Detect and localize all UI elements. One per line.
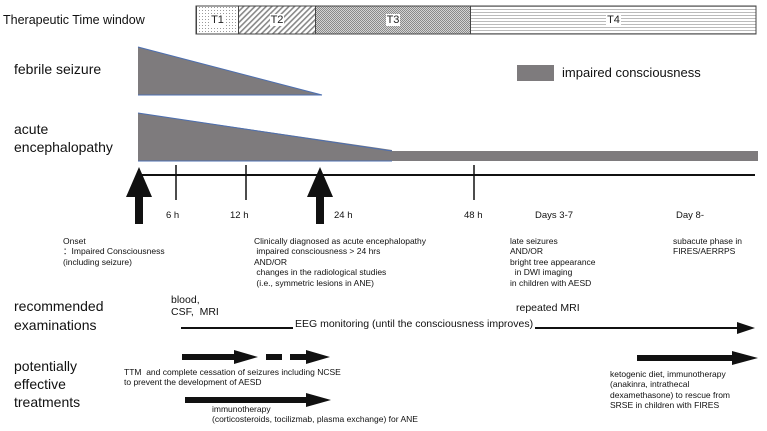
immunotherapy-ane-note: immunotherapy (corticosteroids, tocilizm… bbox=[212, 404, 418, 425]
time-window-title: Therapeutic Time window bbox=[3, 13, 145, 27]
repeated-mri-label: repeated MRI bbox=[516, 302, 580, 314]
phase-t1-label: T1 bbox=[210, 14, 225, 26]
onset-arrow bbox=[126, 167, 152, 224]
acute-encephalopathy-label: acute encephalopathy bbox=[14, 121, 113, 155]
legend-label: impaired consciousness bbox=[562, 65, 701, 80]
treatments-heading: potentially effective treatments bbox=[14, 358, 81, 410]
phase-t4: T4 bbox=[470, 6, 756, 34]
phase-t3-label: T3 bbox=[385, 14, 401, 26]
diagnosis-note: Clinically diagnosed as acute encephalop… bbox=[254, 236, 427, 288]
late-seizures-note: late seizures AND/OR bright tree appeara… bbox=[510, 236, 596, 288]
febrile-seizure-edge bbox=[137, 46, 323, 96]
tick-label-24h: 24 h bbox=[334, 210, 353, 221]
acute-encephalopathy-shade bbox=[138, 113, 758, 161]
febrile-seizure-label: febrile seizure bbox=[14, 61, 102, 77]
phase-t4-label: T4 bbox=[606, 14, 621, 26]
tick-label-day-8: Day 8- bbox=[676, 210, 704, 221]
examinations-heading: recommended examinations bbox=[14, 298, 104, 333]
subacute-note: subacute phase in FIRES/AERRPS bbox=[673, 236, 742, 257]
early-examinations: blood, CSF, MRI bbox=[171, 294, 219, 318]
ttm-arrow-mid-head bbox=[234, 350, 258, 364]
tick-label-days-3-7: Days 3-7 bbox=[535, 210, 574, 221]
legend-swatch bbox=[517, 65, 554, 81]
phase-t3: T3 bbox=[315, 6, 470, 34]
ketogenic-diet-note: ketogenic diet, immunotherapy (anakinra,… bbox=[610, 369, 731, 411]
ttm-arrow-head bbox=[306, 350, 330, 364]
ttm-note: TTM and complete cessation of seizures i… bbox=[124, 367, 341, 388]
phase-t2: T2 bbox=[238, 6, 315, 34]
acute-encephalopathy-edge bbox=[137, 112, 393, 152]
eeg-monitoring-label: EEG monitoring (until the consciousness … bbox=[293, 318, 536, 330]
phase-t2-label: T2 bbox=[269, 14, 285, 26]
onset-note: Onset ：Impaired Consciousness (including… bbox=[63, 236, 165, 267]
tick-label-12h: 12 h bbox=[230, 210, 249, 221]
phase-t1: T1 bbox=[196, 6, 238, 34]
tick-label-48h: 48 h bbox=[464, 210, 483, 221]
diagnosis-arrow bbox=[307, 167, 333, 224]
eeg-arrow-head bbox=[737, 322, 755, 334]
immuno-arrow-head bbox=[306, 393, 331, 407]
tick-label-6h: 6 h bbox=[166, 210, 180, 221]
keto-arrow-head bbox=[732, 351, 758, 365]
